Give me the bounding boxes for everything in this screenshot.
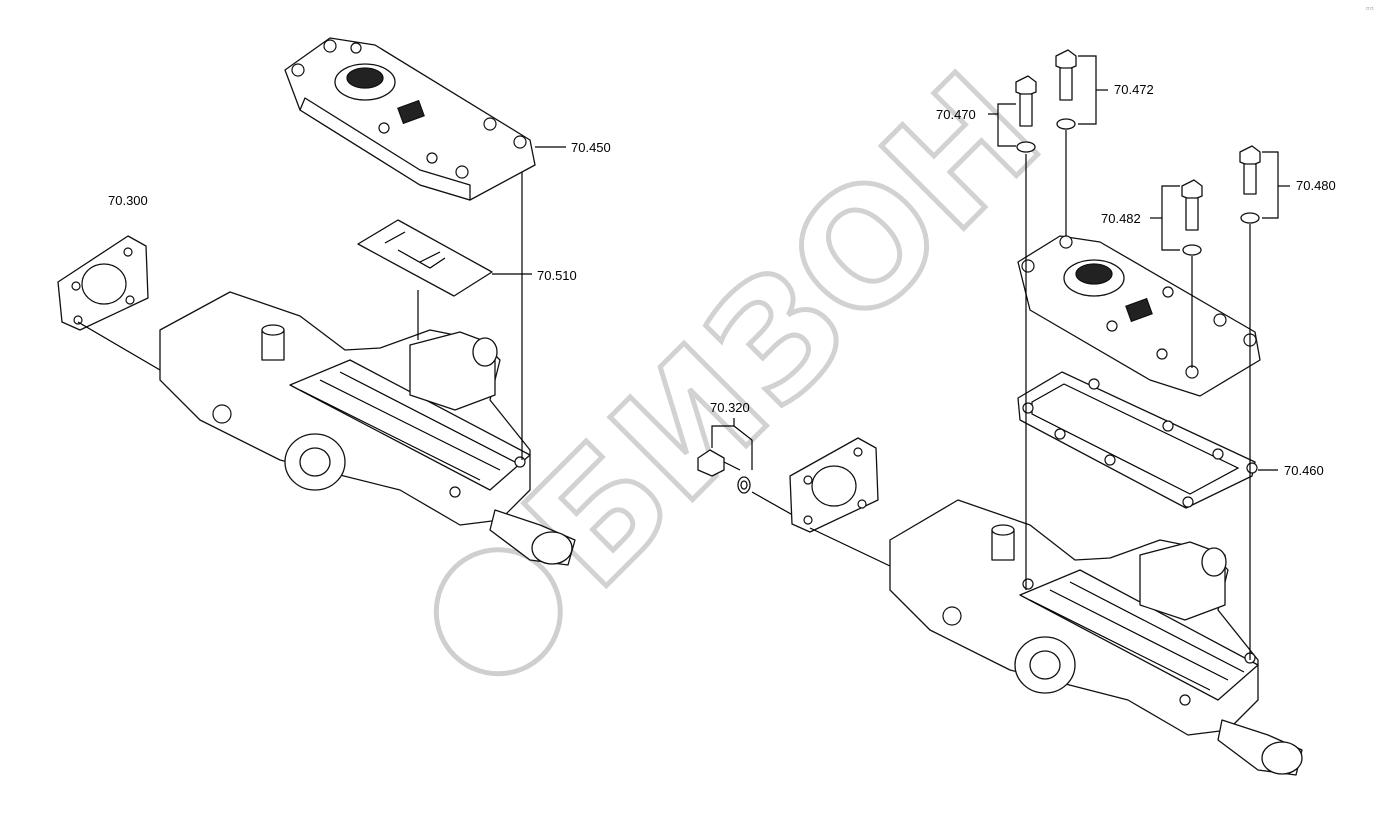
leader-lines-right — [988, 55, 1290, 660]
gasket-right — [1017, 371, 1258, 509]
callout-70480[interactable]: 70.480 — [1296, 178, 1336, 193]
callout-70470[interactable]: 70.470 — [936, 107, 976, 122]
callout-70300[interactable]: 70.300 — [108, 193, 148, 208]
top-cover-right — [1017, 235, 1261, 397]
watermark-logo-icon — [433, 547, 563, 677]
bolts-right — [1015, 49, 1261, 256]
corner-mark-icon: ▫▫ — [1365, 4, 1374, 12]
callout-70472[interactable]: 70.472 — [1114, 82, 1154, 97]
callout-70320[interactable]: 70.320 — [710, 400, 750, 415]
callout-70450[interactable]: 70.450 — [571, 140, 611, 155]
shift-plate-left — [357, 219, 493, 297]
gearbox-housing-right — [889, 499, 1303, 776]
leader-lines-left — [77, 146, 566, 460]
gasket-left — [57, 235, 149, 331]
gasket-middle — [789, 437, 891, 567]
gearbox-housing-left — [159, 291, 576, 566]
top-cover-left — [284, 37, 536, 201]
bolt-70320 — [697, 418, 799, 519]
callout-70510[interactable]: 70.510 — [537, 268, 577, 283]
callout-70482[interactable]: 70.482 — [1101, 211, 1141, 226]
callout-70460[interactable]: 70.460 — [1284, 463, 1324, 478]
